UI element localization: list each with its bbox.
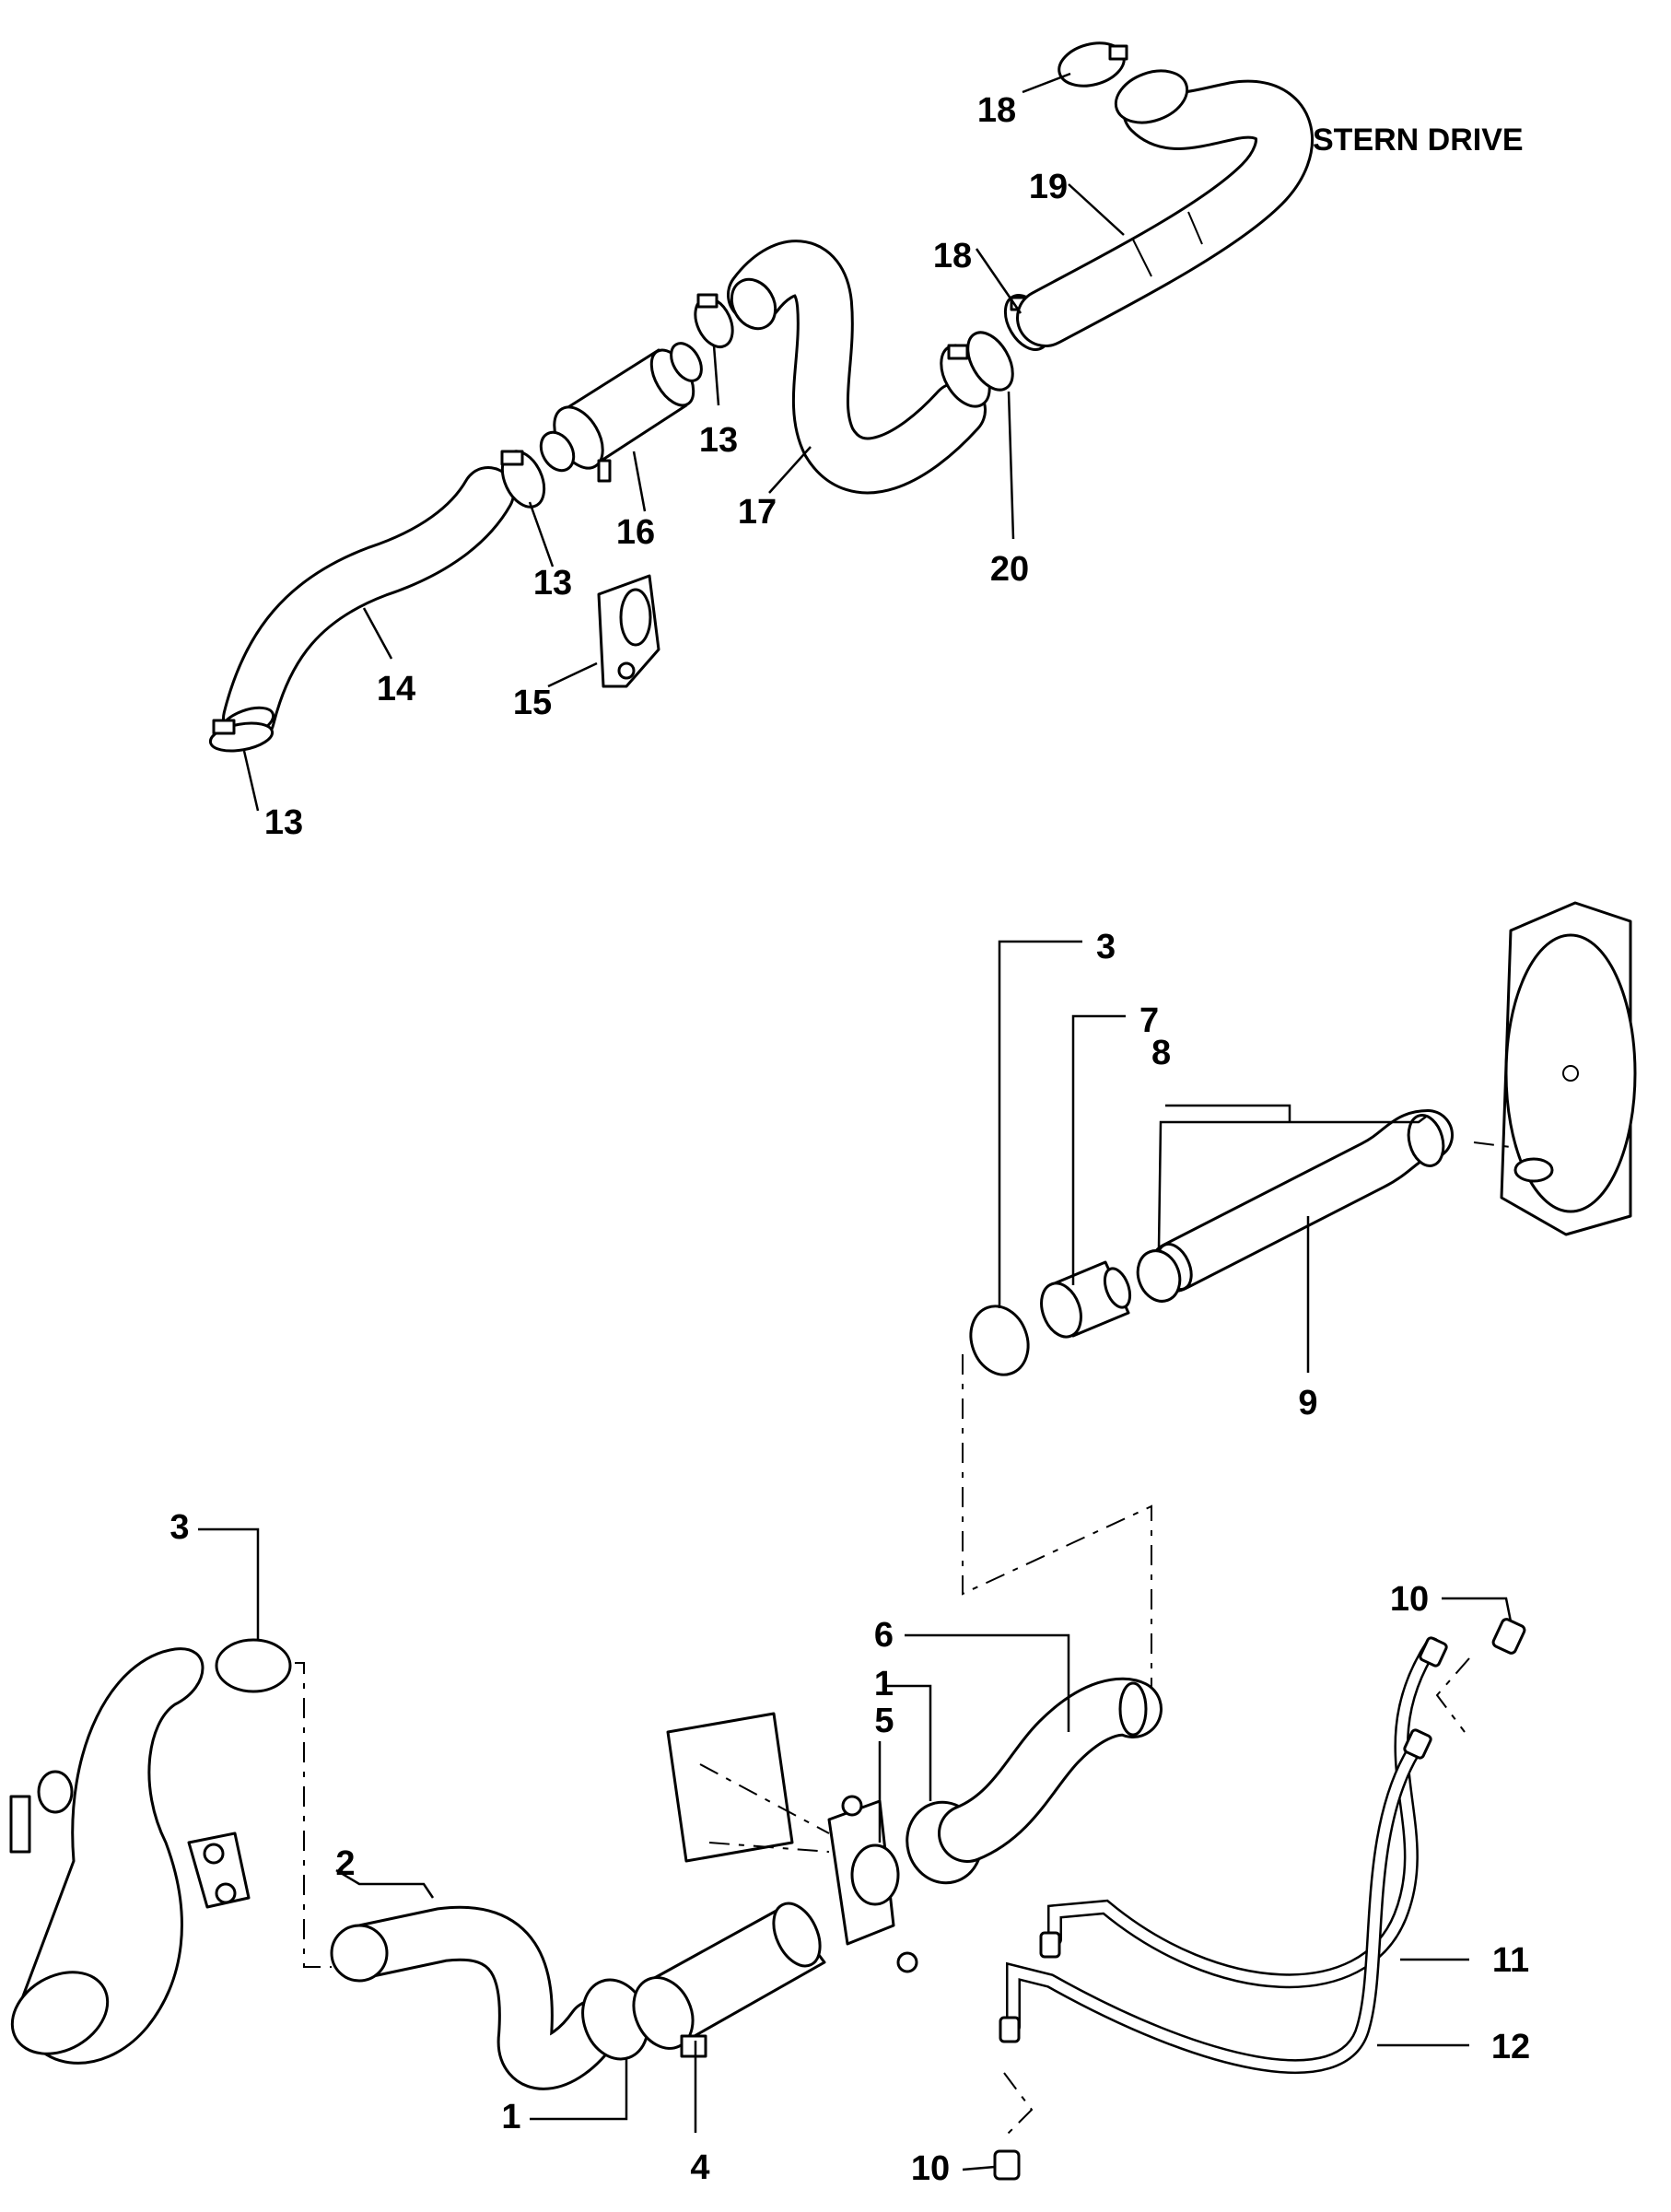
part-15-bracket — [597, 574, 660, 688]
part-12-line — [1006, 1743, 1421, 2075]
centerline — [1003, 2072, 1034, 2138]
right-callouts: 3 7 8 9 — [1096, 928, 1318, 1422]
part-17-hose — [727, 240, 987, 495]
part-13-clamp-mid — [500, 450, 546, 509]
callout-13: 13 — [533, 564, 572, 603]
lower-right-leaders — [962, 1597, 1513, 2171]
part-10-fitting-top — [1403, 1618, 1526, 1760]
part-8-clamp-left — [1136, 1249, 1182, 1303]
callout-12: 12 — [1491, 2028, 1530, 2066]
part-5-bracket — [666, 1712, 918, 1973]
callout-1: 1 — [874, 1665, 894, 1703]
callout-17: 17 — [738, 493, 777, 532]
upper-exhaust-assembly: 13 13 13 14 15 16 17 20 18 18 19 STERN D… — [208, 41, 1524, 842]
part-7-reducer — [1040, 1260, 1132, 1339]
part-8-clamp-right — [1407, 1114, 1445, 1167]
part-3-clamp-upper — [969, 1305, 1030, 1376]
callout-8: 8 — [1151, 1034, 1171, 1072]
part-14-hose — [218, 466, 515, 745]
part-13-clamp-lower — [208, 719, 275, 753]
part-13-clamp-upper — [694, 293, 734, 348]
lower-right-callouts: 10 11 12 10 — [911, 1580, 1530, 2188]
callout-3: 3 — [169, 1508, 189, 1547]
housing-component — [1500, 901, 1637, 1236]
part-4-pipe — [632, 1902, 826, 2058]
callout-18: 18 — [977, 91, 1016, 130]
callout-5: 5 — [874, 1702, 894, 1740]
part-9-hose — [1149, 1109, 1454, 1293]
callout-7: 7 — [1139, 1001, 1159, 1040]
part-16-muffler — [539, 342, 703, 483]
callout-13: 13 — [699, 421, 738, 460]
callout-4: 4 — [690, 2148, 709, 2187]
callout-14: 14 — [377, 670, 415, 708]
lower-left-leaders — [198, 1527, 1070, 2133]
centerline — [1435, 1657, 1470, 1733]
right-hose-assembly: 3 7 8 9 — [969, 901, 1637, 1422]
connection-dashline — [962, 1354, 1152, 1691]
callout-19: 19 — [1029, 168, 1068, 206]
exhaust-elbow — [9, 1647, 251, 2065]
callout-11: 11 — [1492, 1941, 1529, 1980]
part-6-hose — [938, 1677, 1163, 1863]
part-20-coupling — [940, 331, 1014, 408]
callout-1: 1 — [501, 2098, 520, 2136]
part-11-line — [1047, 1637, 1440, 1989]
part-3-clamp-lower — [215, 1638, 292, 1693]
part-19-hose — [1016, 69, 1314, 347]
part-10-fitting-bottom — [993, 1931, 1061, 2181]
callout-20: 20 — [990, 550, 1029, 589]
callout-2: 2 — [335, 1844, 355, 1883]
callout-15: 15 — [513, 684, 552, 722]
callout-13: 13 — [264, 803, 303, 842]
callout-10: 10 — [911, 2149, 950, 2188]
lower-right-lines: 10 11 12 10 — [911, 1580, 1530, 2188]
callout-6: 6 — [874, 1616, 894, 1655]
callout-9: 9 — [1298, 1384, 1317, 1422]
stern-drive-label: STERN DRIVE — [1313, 123, 1524, 158]
callout-3: 3 — [1096, 928, 1116, 966]
callout-18: 18 — [933, 237, 972, 275]
part-18-clamp-top — [1058, 41, 1128, 88]
callout-10: 10 — [1390, 1580, 1429, 1619]
callout-16: 16 — [616, 513, 655, 552]
lower-left-callouts: 3 2 1 4 5 1 6 — [169, 1508, 894, 2187]
part-2-hose — [330, 1905, 622, 2090]
upper-leaders — [242, 72, 1125, 812]
upper-callouts: 13 13 13 14 15 16 17 20 18 18 19 STERN D… — [264, 91, 1524, 842]
centerline — [1473, 1141, 1512, 1148]
centerline — [295, 1662, 332, 1968]
lower-left-assembly: 3 2 1 4 5 1 6 — [9, 1508, 1163, 2187]
right-leaders — [998, 940, 1427, 1373]
